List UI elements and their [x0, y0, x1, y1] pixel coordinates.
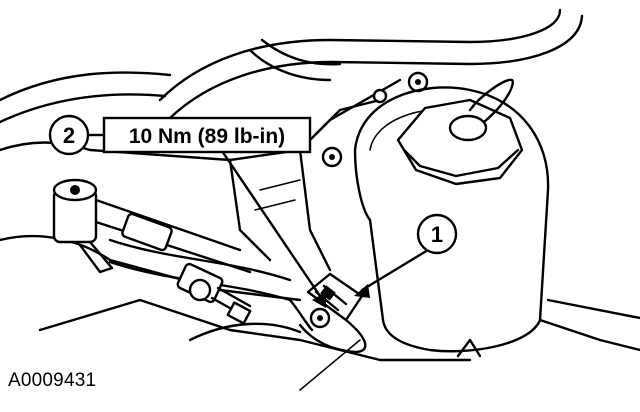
callout-1-number: 1: [431, 222, 443, 247]
upper-hoses: [0, 8, 584, 124]
fluid-reservoir: [299, 78, 640, 391]
callout-1-circle: [416, 213, 458, 255]
engine-body: [0, 71, 472, 362]
fuel-lines-and-fittings: [108, 212, 302, 342]
leader-lines: [218, 146, 430, 308]
callout-1: 1: [416, 213, 458, 255]
left-mount-bracket: [52, 178, 252, 274]
torque-spec-box: [102, 116, 312, 154]
torque-spec-label: 10 Nm (89 lb-in): [129, 125, 285, 148]
callout-2: 2 10 Nm (89 lb-in): [48, 114, 312, 156]
figure-id-label: A0009431: [8, 370, 97, 391]
callout-2-number: 2: [63, 123, 75, 148]
